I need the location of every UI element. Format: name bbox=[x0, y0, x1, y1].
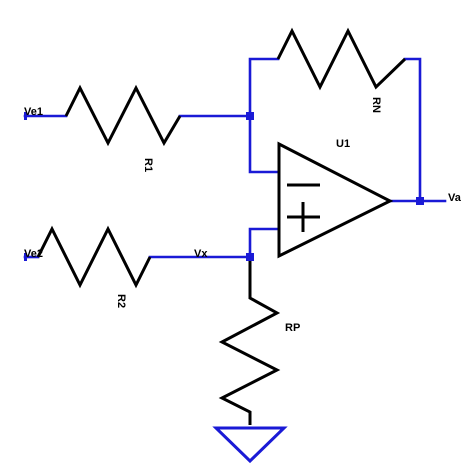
label-r2: R2 bbox=[115, 294, 127, 308]
junction-output bbox=[416, 197, 424, 205]
wire-node-a-inverting bbox=[248, 114, 281, 174]
ground-icon bbox=[212, 426, 288, 464]
label-rn: RN bbox=[370, 97, 382, 113]
label-ve2: Ve2 bbox=[24, 248, 43, 260]
label-u1: U1 bbox=[336, 138, 350, 150]
label-rp: RP bbox=[285, 322, 300, 334]
junction-node-a bbox=[246, 112, 254, 120]
label-va: Va bbox=[448, 192, 462, 204]
resistor-r2 bbox=[36, 225, 152, 289]
wire-node-vx-noninverting bbox=[248, 227, 281, 259]
label-vx: Vx bbox=[194, 248, 208, 260]
op-amp-u1 bbox=[277, 141, 394, 259]
label-ve1: Ve1 bbox=[24, 106, 43, 118]
pin-ve2 bbox=[24, 253, 27, 261]
junction-node-vx bbox=[246, 253, 254, 261]
label-r1: R1 bbox=[142, 158, 154, 172]
wire-node-a-rn bbox=[248, 57, 280, 118]
resistor-rn bbox=[276, 27, 407, 91]
junctions bbox=[24, 112, 424, 261]
wire-rn-output bbox=[403, 57, 422, 203]
pin-ve1 bbox=[24, 112, 27, 120]
resistor-rp bbox=[218, 257, 281, 425]
resistor-r1 bbox=[64, 84, 182, 147]
op-amp-body bbox=[277, 141, 394, 259]
wires bbox=[23, 57, 447, 259]
